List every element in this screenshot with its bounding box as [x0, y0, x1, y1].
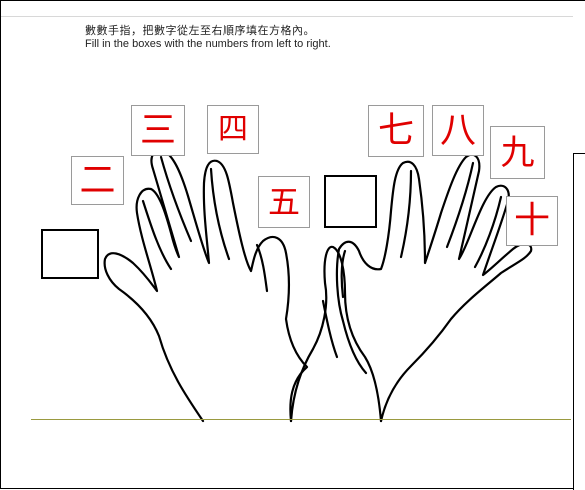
number-box-label: 七: [377, 110, 414, 151]
number-box-3[interactable]: 三: [131, 105, 185, 156]
side-frame: [573, 153, 585, 490]
number-box-label: 五: [267, 183, 300, 221]
number-box-2[interactable]: 二: [71, 156, 124, 205]
number-box-1[interactable]: [41, 229, 99, 279]
number-box-label: 八: [439, 109, 476, 151]
number-box-10[interactable]: 十: [506, 196, 558, 246]
ground-line: [31, 419, 571, 420]
number-box-7[interactable]: 七: [368, 105, 424, 157]
right-hand-outline: [335, 153, 533, 423]
instruction-english: Fill in the boxes with the numbers from …: [85, 38, 331, 50]
number-box-label: 三: [139, 109, 176, 151]
number-box-label: 二: [79, 159, 116, 201]
number-box-5[interactable]: 五: [258, 176, 310, 228]
number-box-label: 九: [500, 132, 535, 173]
number-box-9[interactable]: 九: [490, 126, 545, 179]
number-box-8[interactable]: 八: [432, 105, 484, 156]
number-box-label: 四: [218, 111, 248, 147]
top-rule: [1, 16, 573, 17]
number-box-4[interactable]: 四: [207, 105, 259, 154]
number-box-6[interactable]: [324, 175, 377, 228]
thumbs-outline: [289, 245, 383, 423]
instruction-chinese: 數數手指，把數字從左至右順序填在方格內。: [85, 24, 315, 37]
number-box-label: 十: [513, 200, 550, 241]
